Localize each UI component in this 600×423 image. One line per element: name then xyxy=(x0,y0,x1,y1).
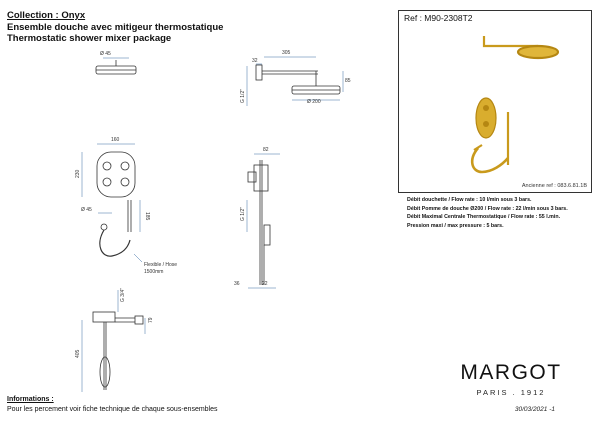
mixer-plate-front-view xyxy=(96,151,136,198)
dim-bottom-lines xyxy=(81,290,146,392)
reference-box: Ref : M90-2308T2 Ancienne ref : 083.6.81… xyxy=(398,10,592,193)
dim-arm-length-label: 305 xyxy=(282,50,291,56)
dim-handset-diameter-label: Ø 45 xyxy=(81,207,92,213)
product-title-en: Thermostatic shower mixer package xyxy=(7,33,172,44)
old-reference-label: Ancienne ref : 083.6.81.1B xyxy=(521,183,587,189)
dim-plate-width-label: 160 xyxy=(111,137,120,143)
dim-spout-drop-label: 79 xyxy=(148,317,154,323)
brand-name: MARGOT xyxy=(460,361,562,384)
brand-tagline: PARIS . 1912 xyxy=(476,388,546,397)
product-render xyxy=(470,36,560,174)
specs-list: Débit douchette / Flow rate : 10 l/min s… xyxy=(407,196,592,230)
info-block: Informations : Pour les percement voir f… xyxy=(7,395,218,415)
dim-arm-thread-label: G 1/2" xyxy=(240,89,246,103)
shower-head-top-view xyxy=(95,60,137,75)
title-block: Collection : Onyx Ensemble douche avec m… xyxy=(7,10,223,45)
dim-head-top-diameter-label: Ø 45 xyxy=(100,51,111,57)
dim-plate-height-label: 230 xyxy=(75,169,81,178)
dim-total-height-label: 405 xyxy=(75,349,81,358)
brand-logo: MARGOT PARIS . 1912 xyxy=(459,361,563,397)
dim-spout-thread-label: G 3/4" xyxy=(120,288,126,302)
mixer-side-view xyxy=(247,160,271,285)
spec-head-flow: Débit Pomme de douche Ø200 / Flow rate :… xyxy=(407,205,568,212)
handset-and-hose xyxy=(99,200,132,257)
product-title-fr: Ensemble douche avec mitigeur thermostat… xyxy=(7,21,224,33)
dim-handset-lines xyxy=(98,200,143,263)
info-text: Pour les percement voir fiche technique … xyxy=(7,406,218,413)
collection-title: Collection : Onyx xyxy=(7,10,86,21)
hose-label: Flexible / Hose xyxy=(144,262,177,268)
dim-rail-height-label: 185 xyxy=(144,212,150,221)
mixer-bottom-view xyxy=(92,311,144,390)
spec-handset-flow: Débit douchette / Flow rate : 10 l/min s… xyxy=(407,197,532,203)
dim-arm-height-label: 85 xyxy=(345,78,351,84)
dim-side-thread-label: G 1/2" xyxy=(240,207,246,221)
dim-arm-offset-label: 32 xyxy=(252,58,258,64)
spec-max-pressure: Pression maxi / max pressure : 5 bars. xyxy=(407,222,504,229)
dim-side-lines xyxy=(246,153,280,289)
info-heading: Informations : xyxy=(7,396,54,403)
hose-length-label: 1500mm xyxy=(144,269,163,275)
dim-plate-lines xyxy=(81,143,135,197)
shower-arm-side-view xyxy=(255,64,341,95)
dim-head-diameter-label: Ø 200 xyxy=(307,99,321,105)
reference-label: Ref : M90-2308T2 xyxy=(404,13,473,23)
dim-side-depth-a-label: 36 xyxy=(234,281,240,287)
spec-max-flow: Débit Maximal Centrale Thermostatique / … xyxy=(407,214,561,221)
dim-side-depth-b-label: 22 xyxy=(262,281,268,287)
dim-body-width-label: 82 xyxy=(263,147,269,153)
dim-arm-lines xyxy=(246,56,344,106)
document-date: 30/03/2021 -1 xyxy=(514,406,555,413)
